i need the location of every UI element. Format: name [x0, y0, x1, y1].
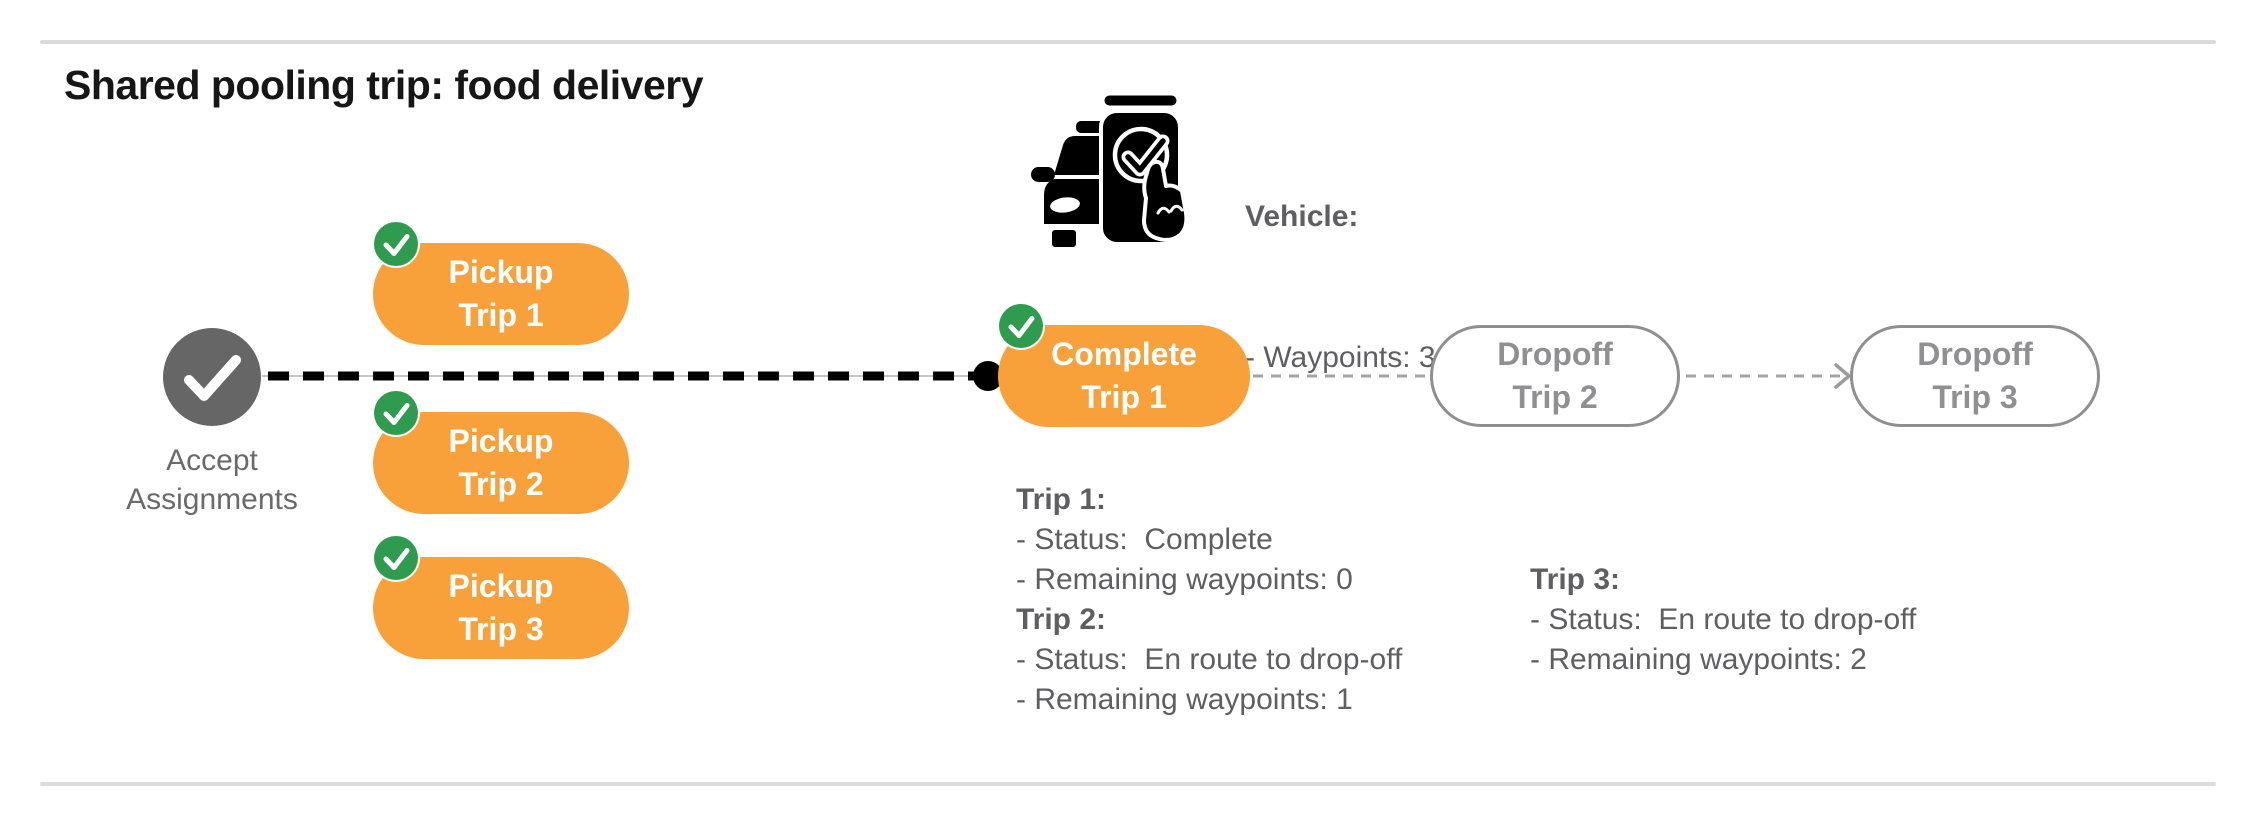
- trip-3-waypoints: - Remaining waypoints: 2: [1530, 643, 1867, 676]
- status-block-trips-1-2: Trip 1: - Status: Complete - Remaining w…: [1016, 480, 1402, 720]
- trip-2-status: - Status: En route to drop-off: [1016, 643, 1403, 676]
- node-complete-trip-1: Complete Trip 1: [998, 325, 1250, 427]
- trip-3-status: - Status: En route to drop-off: [1530, 603, 1917, 636]
- vehicle-waypoints: - Waypoints: 3: [1245, 341, 1436, 374]
- trip-2-heading: Trip 2:: [1016, 603, 1107, 636]
- node-dropoff-trip-2: Dropoff Trip 2: [1430, 325, 1680, 427]
- trip-1-waypoints: - Remaining waypoints: 0: [1016, 563, 1353, 596]
- checkmark-icon: [184, 355, 241, 401]
- check-badge-icon: [374, 391, 418, 435]
- status-block-trip-3: Trip 3: - Status: En route to drop-off -…: [1530, 560, 1916, 680]
- node-dropoff-trip-3: Dropoff Trip 3: [1850, 325, 2100, 427]
- arrow-right-icon: [1834, 363, 1851, 389]
- top-divider: [40, 40, 2216, 44]
- trip-3-heading: Trip 3:: [1530, 563, 1621, 596]
- accept-assignments-node: [163, 328, 261, 426]
- car-phone-check-icon: [1031, 93, 1189, 247]
- trip-1-status: - Status: Complete: [1016, 523, 1273, 556]
- bottom-divider: [40, 782, 2216, 786]
- car-icon: [1031, 121, 1114, 247]
- node-pickup-trip-1: Pickup Trip 1: [373, 243, 629, 345]
- check-badge-icon: [999, 304, 1043, 348]
- check-badge-icon: [374, 536, 418, 580]
- node-pickup-trip-2: Pickup Trip 2: [373, 412, 629, 514]
- vehicle-label: Vehicle:: [1245, 200, 1359, 233]
- accept-assignments-label: Accept Assignments: [126, 444, 298, 516]
- trip-1-heading: Trip 1:: [1016, 483, 1107, 516]
- node-pickup-trip-3: Pickup Trip 3: [373, 557, 629, 659]
- check-badge-icon: [374, 222, 418, 266]
- page-title: Shared pooling trip: food delivery: [64, 62, 704, 108]
- hand-icon: [1142, 159, 1189, 242]
- trip-2-waypoints: - Remaining waypoints: 1: [1016, 683, 1353, 716]
- vehicle-info: Vehicle: - Waypoints: 3: [1245, 99, 1436, 475]
